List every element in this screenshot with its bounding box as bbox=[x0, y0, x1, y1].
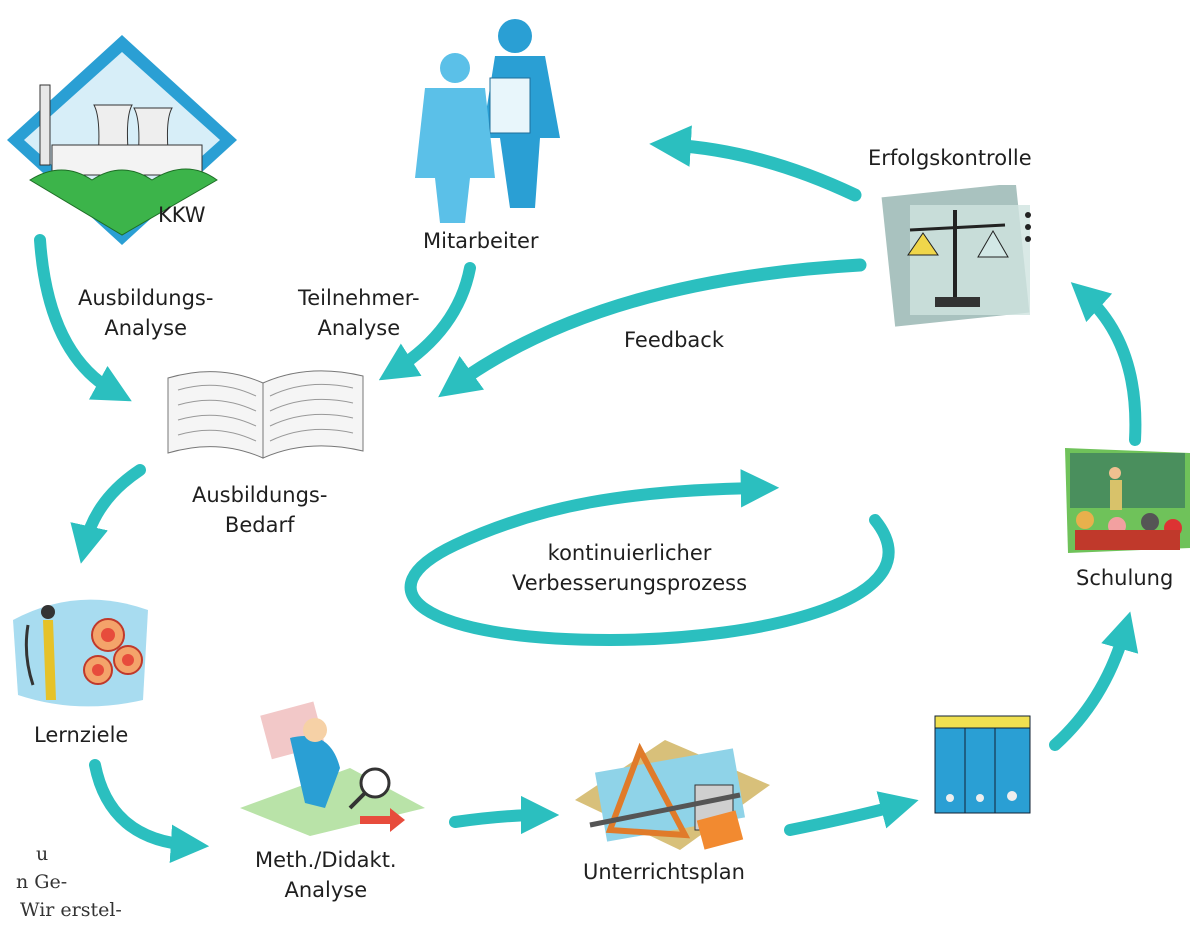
side-text-line3: Wir erstel- bbox=[20, 899, 122, 921]
arrow-mitarbeiter-to-bedarf bbox=[378, 262, 476, 381]
binders-icon bbox=[934, 715, 1031, 814]
edge-label-teilnehmer-analyse-line1: Teilnehmer- bbox=[298, 286, 420, 310]
workers-icon bbox=[415, 19, 560, 223]
node-label-mitarbeiter: Mitarbeiter bbox=[423, 229, 539, 253]
node-label-erfolgskontrolle: Erfolgskontrolle bbox=[868, 146, 1032, 170]
node-label-bedarf-line2: Bedarf bbox=[224, 513, 295, 537]
arrow-erfolg-to-mitarbeiter bbox=[649, 125, 862, 202]
arrow-schulung-to-erfolg bbox=[1070, 282, 1142, 446]
node-label-ausbildungs-bedarf: Ausbildungs- Bedarf bbox=[192, 480, 327, 540]
arrow-bedarf-to-lernziele bbox=[70, 464, 146, 564]
side-text-line2: n Ge- bbox=[16, 871, 68, 893]
node-label-bedarf-line1: Ausbildungs- bbox=[192, 483, 328, 507]
arrow-unterricht-to-lehr bbox=[784, 791, 919, 836]
node-label-unterrichtsplan: Unterrichtsplan bbox=[583, 860, 745, 884]
open-book-icon bbox=[167, 370, 364, 459]
arrow-lehr-to-schulung bbox=[1049, 611, 1139, 751]
arrow-kkw-to-bedarf bbox=[34, 234, 132, 402]
center-label: kontinuierlicher Verbesserungsprozess bbox=[512, 538, 747, 598]
arrow-methdid-to-unterricht bbox=[449, 795, 560, 835]
node-label-lernziele: Lernziele bbox=[34, 723, 129, 747]
edge-label-teilnehmer-analyse: Teilnehmer- Analyse bbox=[298, 283, 420, 343]
cycle-arrow bbox=[404, 469, 895, 647]
plans-icon bbox=[575, 740, 770, 850]
edge-label-ausbildungs-analyse-line1: Ausbildungs- bbox=[78, 286, 214, 310]
node-label-meth-didakt-line1: Meth./Didakt. bbox=[255, 848, 397, 872]
node-label-meth-didakt: Meth./Didakt. Analyse bbox=[255, 845, 397, 905]
archer-icon bbox=[13, 599, 148, 707]
node-label-schulung: Schulung bbox=[1076, 566, 1174, 590]
edge-label-ausbildungs-analyse: Ausbildungs- Analyse bbox=[78, 283, 213, 343]
magnifier-analysis-icon bbox=[240, 701, 425, 836]
side-text-line1: u bbox=[36, 843, 49, 865]
classroom-icon bbox=[1065, 448, 1190, 553]
arrow-lernziele-to-methdid bbox=[89, 759, 210, 863]
edge-label-feedback: Feedback bbox=[624, 328, 725, 352]
center-label-line1: kontinuierlicher bbox=[547, 541, 712, 565]
arrow-feedback bbox=[438, 258, 867, 398]
scales-icon bbox=[881, 185, 1031, 327]
power-plant-icon bbox=[7, 35, 237, 245]
edge-label-teilnehmer-analyse-line2: Analyse bbox=[317, 316, 401, 340]
node-label-meth-didakt-line2: Analyse bbox=[284, 878, 368, 902]
node-label-kkw: KKW bbox=[158, 203, 206, 227]
edge-label-ausbildungs-analyse-line2: Analyse bbox=[104, 316, 188, 340]
side-text-fragment: u n Ge- Wir erstel- bbox=[6, 840, 122, 924]
center-label-line2: Verbesserungsprozess bbox=[512, 571, 748, 595]
